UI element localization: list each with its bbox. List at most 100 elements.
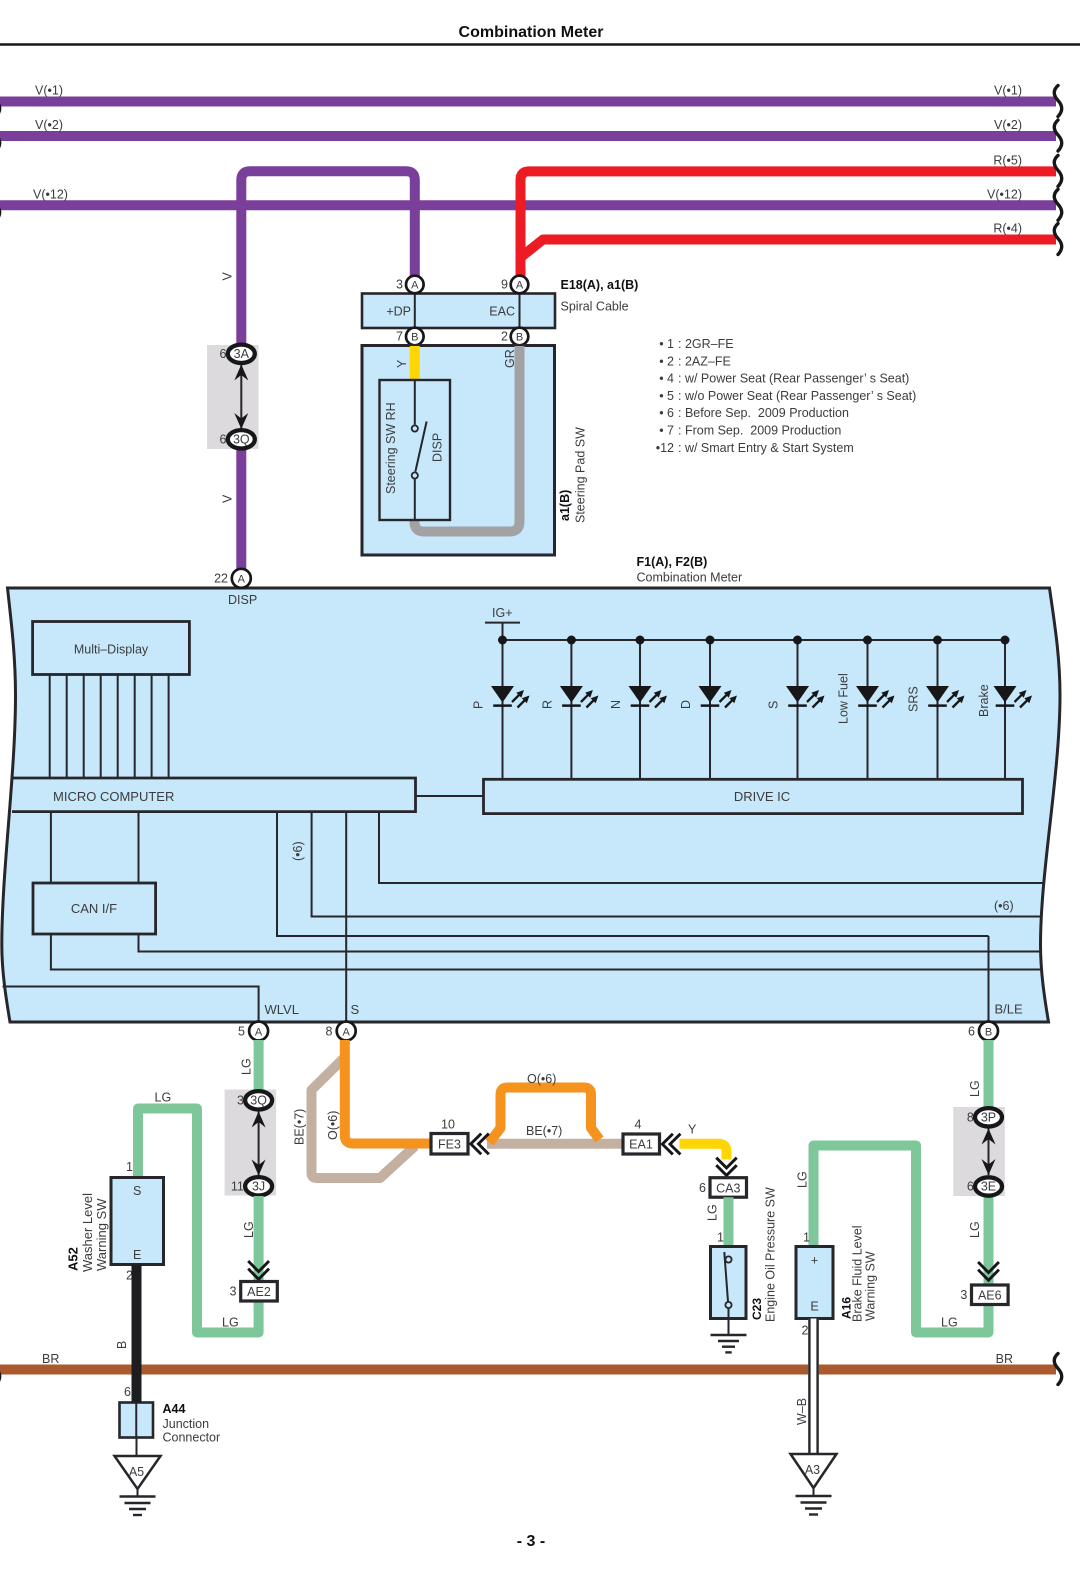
svg-text:B: B xyxy=(985,1026,992,1038)
svg-text:11: 11 xyxy=(231,1180,244,1194)
svg-text:LG: LG xyxy=(155,1091,172,1105)
svg-text:LG: LG xyxy=(706,1204,720,1221)
svg-text:CA3: CA3 xyxy=(716,1181,740,1195)
svg-text:- 3 -: - 3 - xyxy=(517,1533,545,1550)
svg-text:BR: BR xyxy=(996,1352,1013,1366)
svg-text:LG: LG xyxy=(222,1316,239,1330)
svg-text:Warning SW: Warning SW xyxy=(94,1198,109,1271)
svg-text:V(•1): V(•1) xyxy=(35,84,63,98)
svg-text:V(•12): V(•12) xyxy=(987,187,1022,201)
svg-text:E18(A), a1(B): E18(A), a1(B) xyxy=(561,278,639,292)
svg-text:A44: A44 xyxy=(163,1402,186,1416)
svg-text:•12: •12 xyxy=(656,441,674,455)
svg-text:6: 6 xyxy=(220,347,227,361)
svg-text:LG: LG xyxy=(240,1058,254,1075)
svg-text:EAC: EAC xyxy=(489,305,515,319)
svg-text:CAN I/F: CAN I/F xyxy=(71,901,117,916)
svg-text:BE(•7): BE(•7) xyxy=(293,1109,307,1145)
svg-text:O(•6): O(•6) xyxy=(527,1072,556,1086)
svg-text:• 2: • 2 xyxy=(659,354,674,368)
svg-text:S: S xyxy=(133,1184,141,1198)
svg-text:S: S xyxy=(351,1002,360,1017)
svg-text:B: B xyxy=(516,332,523,344)
svg-text:Y: Y xyxy=(688,1123,697,1137)
svg-text:C23: C23 xyxy=(750,1298,764,1320)
svg-text:Combination Meter: Combination Meter xyxy=(459,24,604,41)
svg-text:S: S xyxy=(767,701,781,709)
svg-text:SRS: SRS xyxy=(907,686,921,712)
svg-text:A5: A5 xyxy=(129,1465,144,1479)
svg-text:4: 4 xyxy=(635,1118,642,1132)
svg-text:FE3: FE3 xyxy=(438,1138,461,1152)
svg-text:3J: 3J xyxy=(252,1180,265,1194)
svg-text:1: 1 xyxy=(803,1231,810,1245)
svg-text:1: 1 xyxy=(126,1160,133,1174)
svg-text:B: B xyxy=(411,332,418,344)
svg-text:A: A xyxy=(411,280,419,292)
svg-text:: From Sep. 2009 Production: : From Sep. 2009 Production xyxy=(678,424,841,438)
svg-text:E: E xyxy=(133,1248,141,1262)
svg-text:(•6): (•6) xyxy=(291,841,305,861)
svg-text:V: V xyxy=(221,272,235,281)
svg-text:E: E xyxy=(810,1300,818,1314)
svg-text:22: 22 xyxy=(214,572,228,586)
svg-text:: w/ Smart Entry & Start Syste: : w/ Smart Entry & Start System xyxy=(678,441,854,455)
svg-text:+DP: +DP xyxy=(386,305,411,319)
svg-text:3A: 3A xyxy=(234,347,250,361)
svg-text:P: P xyxy=(472,701,486,709)
svg-text:5: 5 xyxy=(238,1024,245,1038)
svg-text:N: N xyxy=(609,700,623,709)
svg-text:3Q: 3Q xyxy=(250,1094,267,1108)
svg-text:B: B xyxy=(115,1341,129,1349)
svg-text:Junction: Junction xyxy=(163,1417,210,1431)
svg-text:• 1: • 1 xyxy=(659,337,674,351)
svg-text:Connector: Connector xyxy=(163,1431,221,1445)
svg-text:Engine Oil Pressure SW: Engine Oil Pressure SW xyxy=(764,1187,778,1322)
svg-text:: 2AZ–FE: : 2AZ–FE xyxy=(678,354,731,368)
svg-text:LG: LG xyxy=(968,1221,982,1238)
svg-text:8: 8 xyxy=(967,1111,974,1125)
svg-text:10: 10 xyxy=(441,1118,455,1132)
svg-text:R(•5): R(•5) xyxy=(993,153,1022,167)
svg-text:LG: LG xyxy=(968,1080,982,1097)
svg-text:Brake Fluid Level: Brake Fluid Level xyxy=(851,1225,865,1322)
svg-text:O(•6): O(•6) xyxy=(326,1111,340,1140)
svg-text:MICRO COMPUTER: MICRO COMPUTER xyxy=(53,789,174,804)
svg-text:F1(A), F2(B): F1(A), F2(B) xyxy=(637,555,708,569)
svg-text:GR: GR xyxy=(503,349,517,368)
svg-text:3E: 3E xyxy=(981,1180,996,1194)
svg-text:Steering SW RH: Steering SW RH xyxy=(384,402,398,494)
svg-text:(•6): (•6) xyxy=(994,899,1014,913)
svg-text:: Before Sep. 2009 Production: : Before Sep. 2009 Production xyxy=(678,406,849,420)
svg-text:A3: A3 xyxy=(805,1463,820,1477)
svg-text:Brake: Brake xyxy=(977,684,991,717)
svg-text:Multi–Display: Multi–Display xyxy=(74,643,149,657)
svg-text:2: 2 xyxy=(126,1269,133,1283)
svg-text:DISP: DISP xyxy=(431,433,445,462)
svg-text:LG: LG xyxy=(242,1221,256,1238)
svg-text:A52: A52 xyxy=(66,1247,81,1271)
svg-text:R: R xyxy=(541,700,555,709)
svg-text:6: 6 xyxy=(124,1385,131,1399)
svg-text:9: 9 xyxy=(501,278,508,292)
svg-text:V(•2): V(•2) xyxy=(35,118,63,132)
svg-text:• 7: • 7 xyxy=(659,424,674,438)
svg-text:LG: LG xyxy=(941,1316,958,1330)
svg-text:Y: Y xyxy=(395,359,409,368)
svg-text:A: A xyxy=(516,280,524,292)
svg-text:Spiral Cable: Spiral Cable xyxy=(561,300,629,314)
svg-text:Low Fuel: Low Fuel xyxy=(837,673,851,724)
svg-text:3: 3 xyxy=(396,278,403,292)
svg-text:A: A xyxy=(255,1026,263,1038)
svg-text:7: 7 xyxy=(396,330,403,344)
svg-text:3: 3 xyxy=(230,1285,237,1299)
svg-text:DRIVE IC: DRIVE IC xyxy=(734,789,790,804)
svg-text:A16: A16 xyxy=(840,1297,854,1319)
svg-text:3: 3 xyxy=(237,1094,244,1108)
svg-text:LG: LG xyxy=(796,1171,810,1188)
svg-text:A: A xyxy=(343,1026,351,1038)
svg-text:3Q: 3Q xyxy=(233,433,250,447)
svg-text:Steering Pad SW: Steering Pad SW xyxy=(574,427,588,523)
svg-text:6: 6 xyxy=(968,1024,975,1038)
svg-text:3P: 3P xyxy=(981,1111,996,1125)
